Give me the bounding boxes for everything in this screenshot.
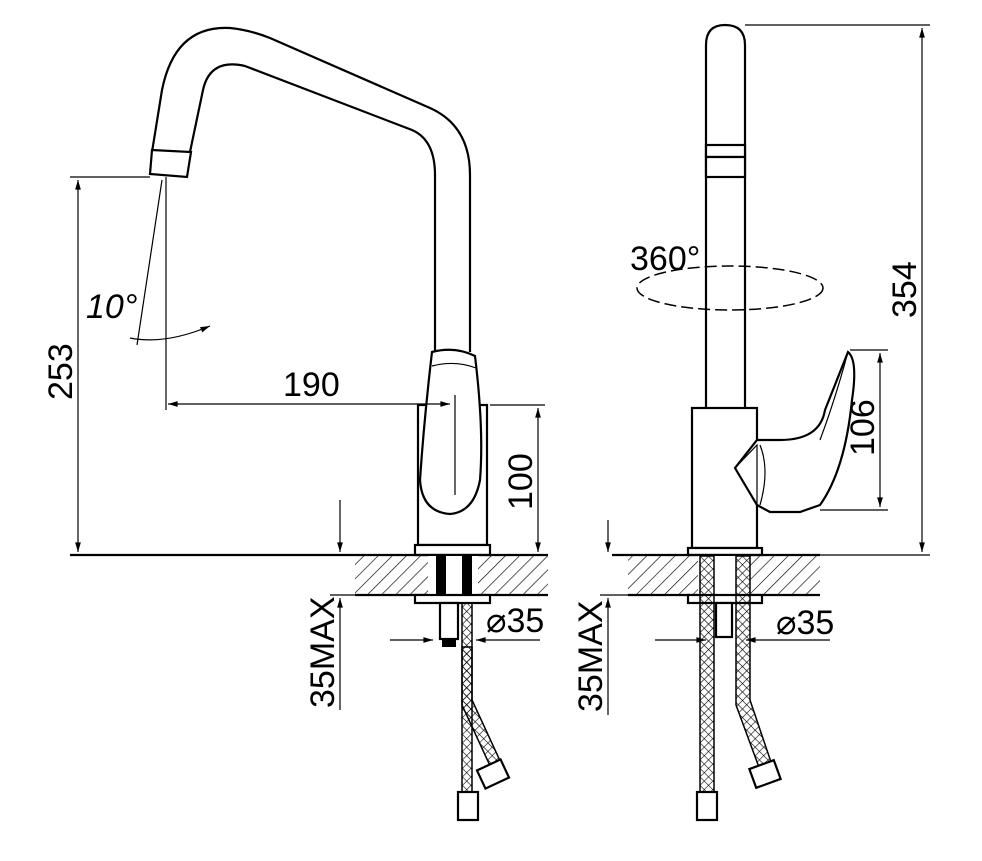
angle-label: 10° xyxy=(86,288,137,326)
deck-thickness-label: 35MAX xyxy=(572,601,610,713)
handle xyxy=(418,348,483,516)
reach-190-label: 190 xyxy=(283,366,340,404)
right-view: 360° 354 106 35MAX ⌀35 xyxy=(572,23,930,822)
hole-diameter-label: ⌀35 xyxy=(776,604,834,642)
height-253-label: 253 xyxy=(42,343,80,400)
rotation-label: 360° xyxy=(630,240,700,278)
pipe xyxy=(704,23,747,408)
spout xyxy=(150,26,472,352)
total-height-label: 354 xyxy=(886,261,924,318)
left-view: 253 10° 190 100 35MAX ⌀35 xyxy=(42,26,548,822)
handle-height-label: 106 xyxy=(844,399,882,456)
spout-inner xyxy=(188,63,437,352)
deck-thickness-label: 35MAX xyxy=(304,597,342,709)
aerator xyxy=(148,148,193,179)
rotation-ellipse xyxy=(636,265,824,311)
hole-diameter-label: ⌀35 xyxy=(486,602,544,640)
body-height-label: 100 xyxy=(502,453,540,510)
